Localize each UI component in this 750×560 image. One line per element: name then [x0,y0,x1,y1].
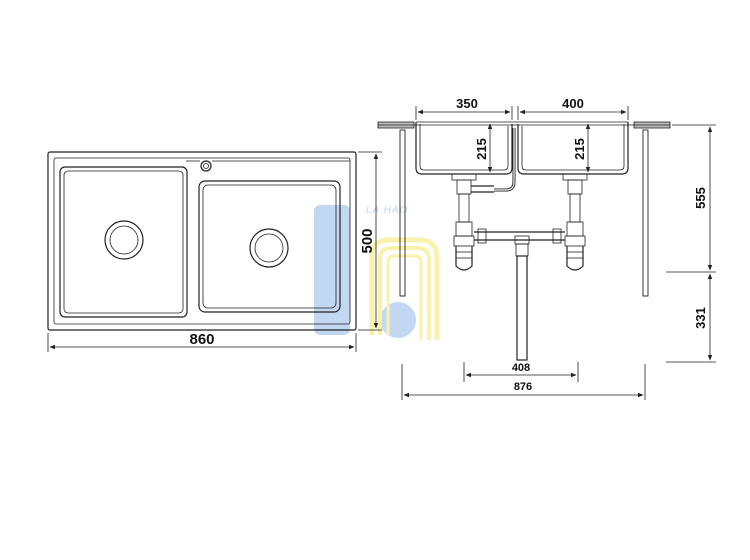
cabinet-left-side [399,129,406,297]
left-drain-assembly [451,173,494,271]
right-bowl [198,180,341,313]
sink-outer-rim [47,151,357,331]
tap-hole [200,160,212,172]
right-drain [249,228,289,268]
left-bowl-width-label: 350 [456,96,478,111]
total-width-label: 876 [514,381,532,393]
watermark-text: LA HÀO [366,203,408,216]
drain-spacing-label: 408 [512,362,530,374]
right-bowl-depth-label: 215 [572,138,587,160]
upper-height-label: 555 [693,187,708,209]
right-bowl-width-label: 400 [562,96,584,111]
cabinet-right-side [642,129,649,297]
left-bowl-depth-label: 215 [474,138,489,160]
right-drain-assembly [562,173,588,271]
sink-side-view: 350 400 215 215 555 331 408 876 [377,96,716,400]
lower-height-label: 331 [693,307,708,329]
width-dimension-label: 860 [189,331,214,348]
waste-pipe [474,228,565,361]
depth-dimension-label: 500 [359,228,376,253]
left-bowl-profile [415,122,513,175]
watermark-logo: LA HÀO [314,203,440,340]
sink-top-view: 860 500 [47,151,382,352]
left-drain [104,220,144,260]
left-bowl [59,166,188,318]
